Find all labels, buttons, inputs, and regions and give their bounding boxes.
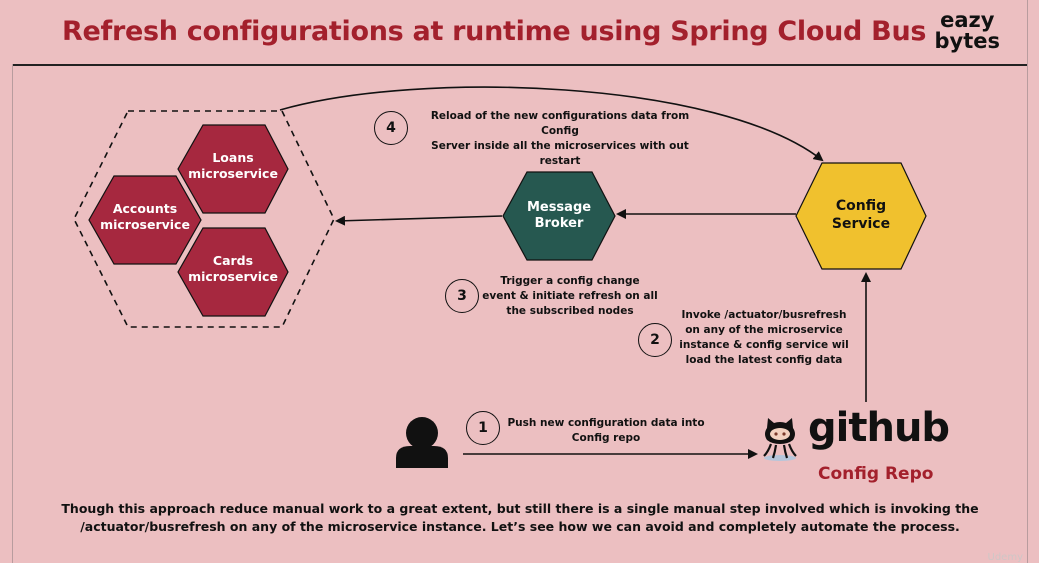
step-3-text: Trigger a config change event & initiate… (482, 274, 658, 319)
cards-microservice-node: Cards microservice (177, 227, 289, 317)
step-3-badge: 3 (445, 279, 479, 313)
step-2-badge: 2 (638, 323, 672, 357)
arrow-step4-reload (279, 86, 824, 162)
header-bar: Refresh configurations at runtime using … (12, 0, 1028, 66)
frame-left-border (12, 64, 13, 563)
step-2-line-2: on any of the microservice (685, 324, 843, 336)
loans-label-1: Loans (212, 150, 253, 165)
step-4-badge: 4 (374, 111, 408, 145)
footer-line-2: /actuator/busrefresh on any of the micro… (80, 519, 960, 534)
accounts-label-1: Accounts (113, 201, 177, 216)
footer-line-1: Though this approach reduce manual work … (61, 501, 979, 516)
config-repo-label: Config Repo (818, 464, 934, 484)
eazybytes-logo: eazy bytes (934, 10, 1000, 52)
octocat-icon (763, 418, 797, 461)
step-3-line-3: the subscribed nodes (506, 305, 634, 317)
frame-right-border (1027, 0, 1028, 563)
message-broker-node: Message Broker (502, 171, 616, 261)
github-wordmark: github (808, 405, 950, 451)
config-service-node: Config Service (795, 162, 927, 270)
broker-label-2: Broker (535, 216, 584, 231)
step-2-line-4: load the latest config data (685, 354, 843, 366)
step-1-line-2: Config repo (571, 432, 641, 444)
logo-line-2: bytes (934, 29, 1000, 53)
broker-label-1: Message (527, 200, 591, 215)
loans-label-2: microservice (188, 166, 278, 181)
step-2-text: Invoke /actuator/busrefresh on any of th… (678, 308, 850, 368)
cards-label-2: microservice (188, 269, 278, 284)
step-1-line-1: Push new configuration data into (507, 417, 705, 429)
footer-note: Though this approach reduce manual work … (60, 500, 980, 536)
step-3-line-2: event & initiate refresh on all (482, 290, 658, 302)
logo-line-1: eazy (940, 8, 995, 32)
step-2-line-1: Invoke /actuator/busrefresh (681, 309, 847, 321)
config-label-2: Service (832, 216, 890, 232)
loans-microservice-node: Loans microservice (177, 124, 289, 214)
config-label-1: Config (836, 198, 886, 214)
accounts-microservice-node: Accounts microservice (88, 175, 202, 265)
page-title: Refresh configurations at runtime using … (62, 16, 927, 47)
user-icon (396, 417, 448, 468)
step-4-line-1: Reload of the new configurations data fr… (430, 110, 690, 137)
step-4-text: Reload of the new configurations data fr… (412, 109, 708, 169)
step-4-line-2: Server inside all the microservices with… (431, 140, 689, 167)
arrow-broker-to-microservices (335, 215, 503, 226)
step-1-badge: 1 (466, 411, 500, 445)
udemy-watermark: Udemy (987, 552, 1023, 563)
microservices-group-outline (73, 110, 335, 328)
step-2-line-3: instance & config service wil (679, 339, 849, 351)
step-3-line-1: Trigger a config change (500, 275, 640, 287)
cards-label-1: Cards (213, 253, 253, 268)
step-1-text: Push new configuration data into Config … (506, 416, 706, 446)
accounts-label-2: microservice (100, 217, 190, 232)
